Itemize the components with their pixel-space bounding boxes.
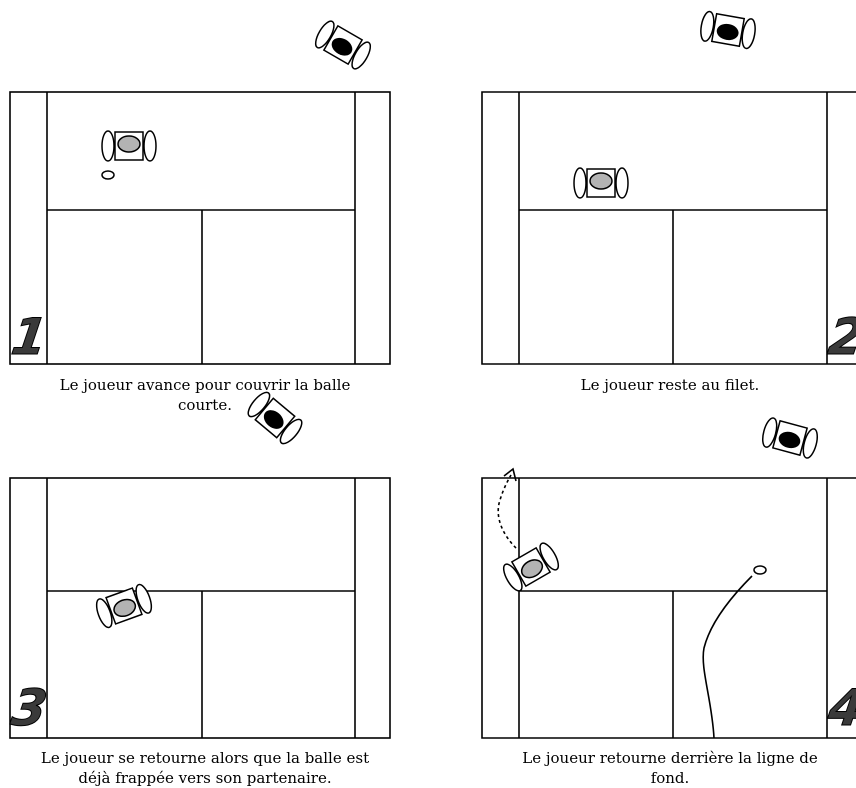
partner-icon <box>698 9 758 51</box>
court-4 <box>481 477 856 739</box>
panel-1-number: 1 <box>7 308 51 367</box>
shuttlecock-icon <box>753 565 767 575</box>
movement-arrow-icon <box>497 474 517 549</box>
panel-1-caption: Le joueur avance pour couvrir la balle c… <box>59 376 351 414</box>
panel-2 <box>481 9 856 365</box>
court-2 <box>481 91 856 365</box>
panel-1 <box>9 17 391 365</box>
panel-3-number: 3 <box>7 679 51 738</box>
player-icon <box>573 167 629 199</box>
court-1 <box>9 91 391 365</box>
panel-4 <box>481 415 856 739</box>
shuttlecock-icon <box>101 170 115 180</box>
partner-icon <box>311 17 375 73</box>
panel-3 <box>9 388 391 739</box>
court-3 <box>9 477 391 739</box>
movement-arrowhead <box>503 467 517 482</box>
trajectory-curve-icon <box>702 575 753 739</box>
player-icon <box>101 130 157 162</box>
partner-icon <box>759 415 821 461</box>
player-icon <box>499 539 563 595</box>
panel-2-caption: Le joueur reste au filet. <box>580 376 760 394</box>
panel-3-caption: Le joueur se retourne alors que la balle… <box>40 749 370 787</box>
panel-4-caption: Le joueur retourne derrière la ligne de … <box>522 749 818 787</box>
player-icon <box>92 581 156 631</box>
